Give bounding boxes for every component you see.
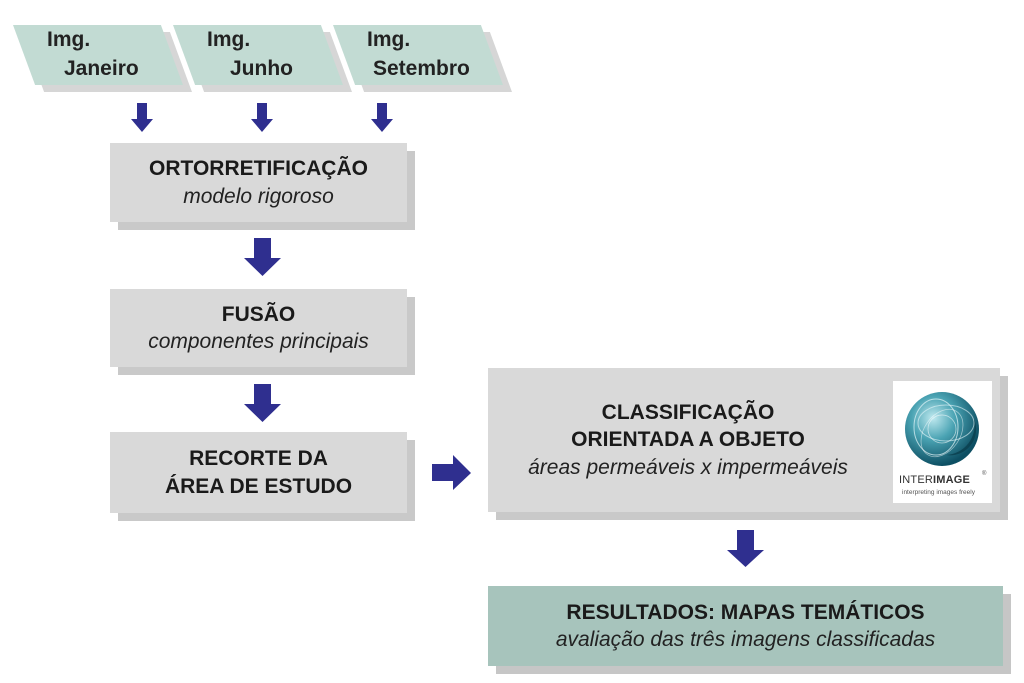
ortho-step-title: ORTORRETIFICAÇÃO bbox=[149, 157, 368, 181]
arrow-down-icon bbox=[251, 103, 273, 132]
input-january-line1: Img. bbox=[47, 28, 91, 51]
classification-step-line1: CLASSIFICAÇÃO bbox=[601, 401, 775, 425]
classification-step-subtitle: áreas permeáveis x impermeáveis bbox=[528, 455, 848, 479]
fusion-step-subtitle: componentes principais bbox=[148, 330, 369, 353]
interimage-logo: INTERIMAGE ® interpreting images freely bbox=[893, 381, 992, 503]
input-january: Img. Janeiro bbox=[13, 25, 192, 92]
classification-step-line2: ORIENTADA A OBJETO bbox=[571, 428, 805, 452]
input-september: Img. Setembro bbox=[333, 25, 512, 92]
logo-tagline: interpreting images freely bbox=[902, 489, 975, 496]
crop-step-line1: RECORTE DA bbox=[189, 447, 328, 471]
fusion-step-box: FUSÃO componentes principais bbox=[110, 289, 415, 375]
globe-icon bbox=[905, 392, 979, 466]
results-subtitle: avaliação das três imagens classificadas bbox=[555, 628, 936, 651]
input-september-line1: Img. bbox=[367, 28, 411, 51]
input-june-line2: Junho bbox=[230, 57, 293, 80]
input-june-line1: Img. bbox=[207, 28, 251, 51]
arrow-down-icon bbox=[244, 384, 281, 422]
logo-brand: INTERIMAGE bbox=[899, 474, 971, 486]
ortho-step-subtitle: modelo rigoroso bbox=[183, 184, 334, 208]
arrow-right-icon bbox=[432, 455, 471, 490]
fusion-step-title: FUSÃO bbox=[221, 302, 296, 326]
results-title: RESULTADOS: MAPAS TEMÁTICOS bbox=[566, 600, 925, 624]
registered-mark: ® bbox=[982, 471, 987, 477]
input-january-line2: Janeiro bbox=[64, 57, 139, 80]
crop-step-box: RECORTE DA ÁREA DE ESTUDO bbox=[110, 432, 415, 521]
ortho-step-box: ORTORRETIFICAÇÃO modelo rigoroso bbox=[110, 143, 415, 230]
arrow-down-icon bbox=[244, 238, 281, 276]
arrow-down-icon bbox=[371, 103, 393, 132]
crop-step-line2: ÁREA DE ESTUDO bbox=[164, 474, 353, 498]
arrow-down-icon bbox=[131, 103, 153, 132]
arrow-down-icon bbox=[727, 530, 764, 567]
input-september-line2: Setembro bbox=[373, 57, 470, 80]
results-box: RESULTADOS: MAPAS TEMÁTICOS avaliação da… bbox=[488, 586, 1011, 674]
input-june: Img. Junho bbox=[173, 25, 352, 92]
